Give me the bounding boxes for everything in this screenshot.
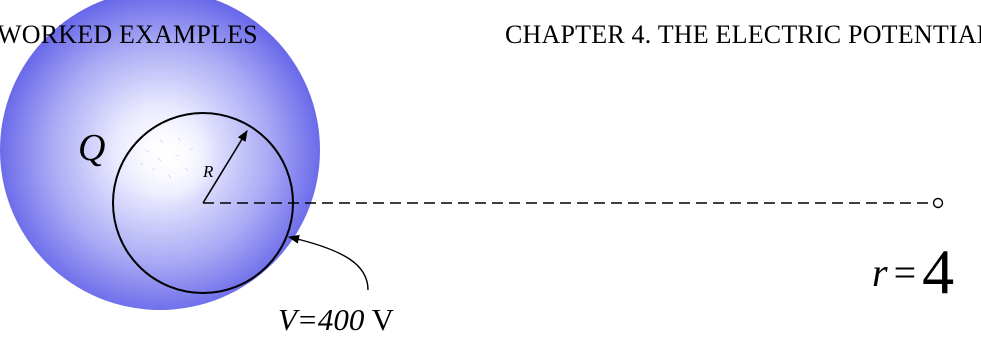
field-point — [932, 197, 944, 209]
potential-label: V=400 V — [278, 302, 394, 338]
radius-arrow — [202, 130, 248, 204]
charge-label: Q — [78, 127, 106, 169]
distance-label-equals: = — [893, 250, 917, 295]
sphere-highlight — [127, 115, 217, 205]
distance-label-value: 4 — [922, 236, 955, 307]
running-header-left: WORKED EXAMPLES — [0, 20, 258, 49]
radius-label: R — [203, 162, 214, 181]
potential-label-unit: V — [371, 302, 394, 337]
potential-leader-arrow — [287, 234, 369, 291]
distance-label: r=4 — [872, 228, 954, 307]
sphere-texture — [139, 137, 194, 179]
distance-label-variable: r — [872, 250, 888, 295]
running-header-right: CHAPTER 4. THE ELECTRIC POTENTIAL — [505, 20, 981, 49]
potential-label-value: V=400 — [278, 302, 365, 337]
